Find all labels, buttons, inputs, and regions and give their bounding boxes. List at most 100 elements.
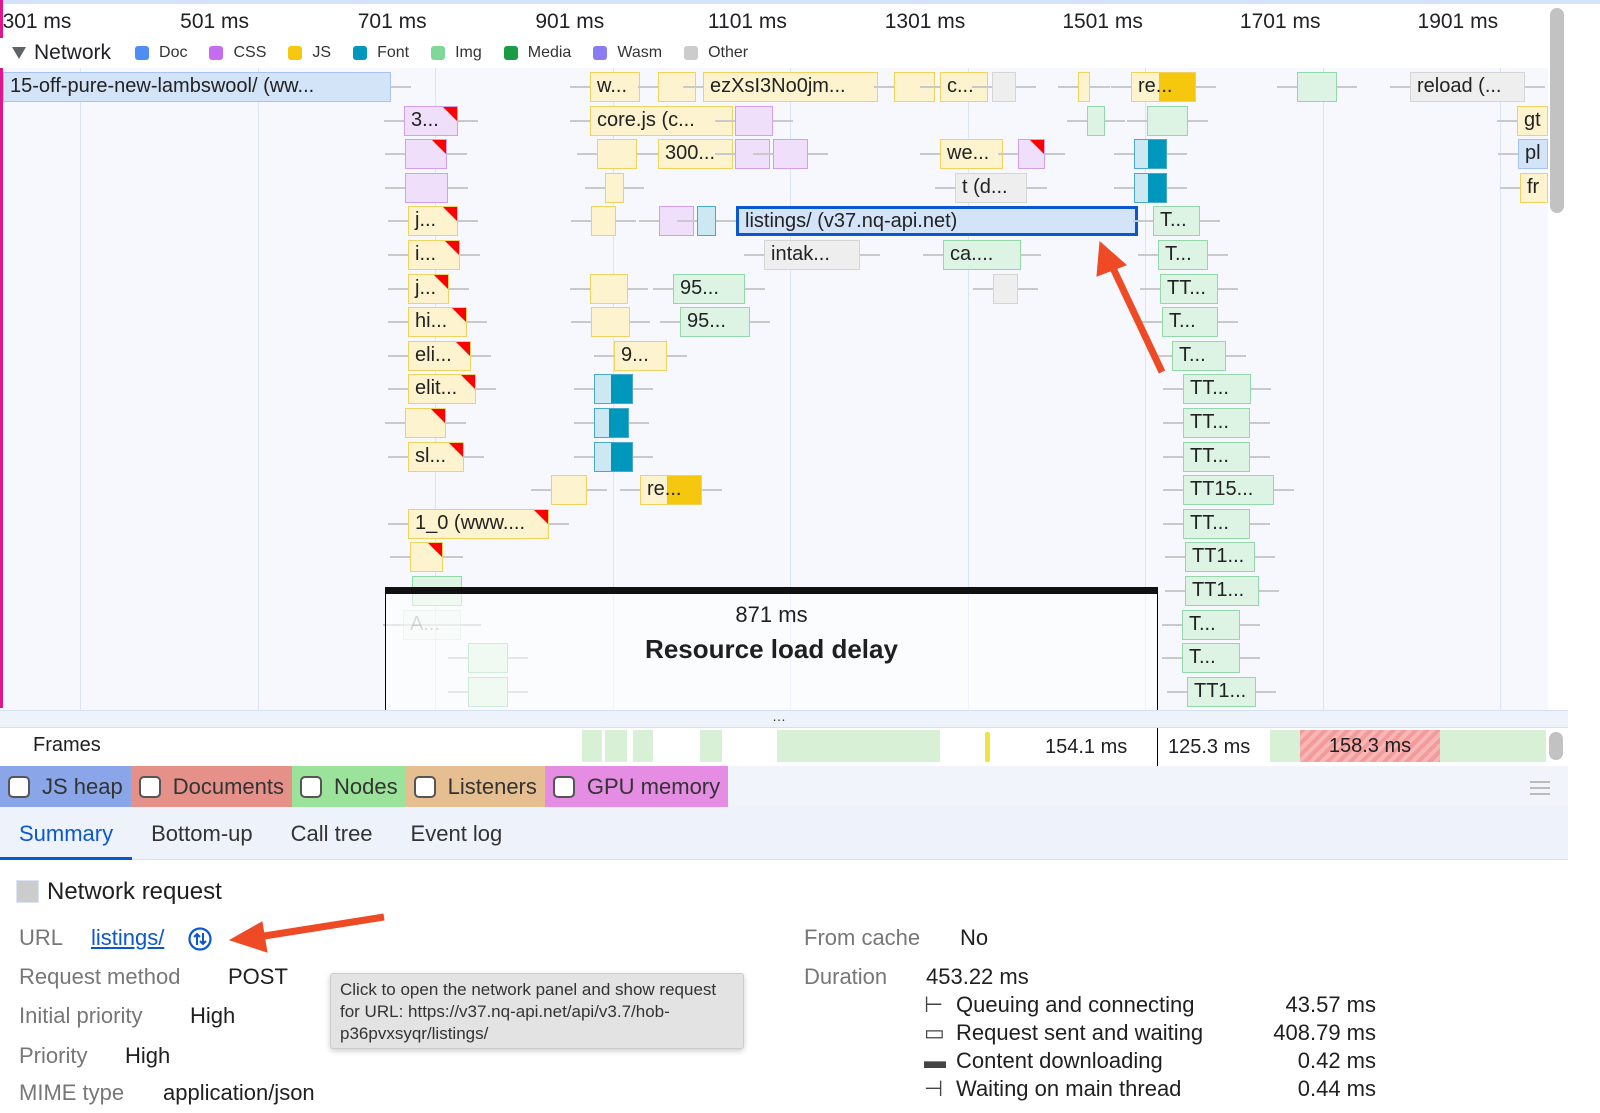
network-request-css[interactable]: 3... [404,105,458,136]
network-request-js[interactable]: j... [408,273,449,304]
network-request-js[interactable]: hi... [408,307,467,338]
network-request-img[interactable] [1297,72,1337,102]
url-link[interactable]: listings/ [91,925,165,950]
network-request-img[interactable]: TT1... [1185,542,1255,573]
frame-duration[interactable]: 125.3 ms [1168,736,1251,758]
memory-toggle-listeners[interactable]: Listeners [405,766,545,807]
memory-toggle-nodes[interactable]: Nodes [292,766,406,807]
network-request-img[interactable]: TT1... [1187,676,1256,707]
checkbox[interactable] [138,775,161,798]
network-request-js[interactable]: elit... [408,374,476,405]
network-request-js[interactable]: re... [1131,72,1196,102]
network-request-doc[interactable]: pl [1518,139,1548,170]
network-request-js[interactable]: gt [1517,105,1548,136]
network-request-css[interactable] [405,139,447,170]
network-request-js[interactable] [405,408,446,438]
network-request-other[interactable] [993,273,1018,304]
network-request-js[interactable] [1078,72,1090,102]
network-title[interactable]: Network [34,41,112,64]
drag-handle-icon[interactable] [1530,781,1550,795]
track-resize-handle[interactable]: … [0,708,1568,728]
reveal-in-network-icon[interactable] [187,926,213,952]
memory-toggle-gpu-memory[interactable]: GPU memory [544,766,729,807]
network-request-css[interactable] [405,172,448,203]
network-request-img[interactable]: 95... [673,273,745,304]
network-request-img[interactable]: 95... [680,307,750,338]
scrollbar[interactable] [1549,732,1563,760]
checkbox[interactable] [552,775,575,798]
checkbox[interactable] [300,775,323,798]
network-request-js[interactable] [410,542,443,573]
network-request-css[interactable] [735,105,773,136]
memory-toggle-documents[interactable]: Documents [130,766,293,807]
network-request-img[interactable] [1147,105,1188,136]
network-request-img[interactable]: TT... [1183,408,1250,438]
network-request-doc[interactable]: 15-off-pure-new-lambswool/ (ww... [3,72,391,102]
network-request-js[interactable] [591,206,616,237]
tab-event-log[interactable]: Event log [410,820,503,846]
network-request-js[interactable] [551,475,587,506]
request-label: TT15... [1190,478,1254,501]
network-request-js[interactable]: sl... [408,441,464,472]
resize-dots-icon[interactable]: … [772,708,786,724]
network-request-img[interactable]: T... [1162,307,1218,338]
network-request-font[interactable] [1134,172,1167,203]
network-request-font[interactable] [594,441,633,472]
network-request-other[interactable]: intak... [764,240,860,270]
network-request-font[interactable] [594,408,629,438]
network-request-other[interactable]: t (d... [955,172,1027,203]
tab-call-tree[interactable]: Call tree [290,820,373,846]
network-request-css[interactable] [773,139,808,170]
network-request-img[interactable]: T... [1182,643,1240,674]
network-request-js[interactable]: j... [408,206,458,237]
network-request-css[interactable] [1018,139,1045,170]
legend-swatch [593,46,608,60]
network-request-font[interactable] [697,206,716,237]
request-label: TT... [1190,411,1229,433]
network-request-js[interactable]: eli... [408,340,471,371]
checkbox[interactable] [8,775,30,798]
network-request-js[interactable]: re... [640,475,702,506]
network-request-js[interactable]: we... [940,139,1003,170]
network-request-img[interactable]: TT1... [1185,576,1259,606]
memory-toggle-js-heap[interactable]: JS heap [0,766,131,807]
network-request-js[interactable]: core.js (c... [590,105,733,136]
network-request-font[interactable] [1134,139,1167,170]
network-request-img[interactable] [1087,105,1105,136]
network-request-img[interactable]: T... [1158,240,1208,270]
network-request-doc[interactable]: listings/ (v37.nq-api.net) [736,206,1138,237]
network-request-img[interactable]: T... [1153,206,1200,237]
network-request-other[interactable]: reload (... [1410,72,1525,102]
network-request-img[interactable]: TT... [1183,374,1251,405]
network-request-img[interactable]: T... [1182,609,1240,640]
network-request-js[interactable]: w... [590,72,640,102]
frame-duration-long[interactable]: 158.3 ms [1300,730,1440,762]
network-request-js[interactable]: 1_0 (www.... [408,508,549,539]
network-request-js[interactable]: fr [1520,172,1548,203]
network-request-js[interactable] [591,307,630,338]
network-request-font[interactable] [594,374,633,405]
network-request-img[interactable]: TT... [1183,508,1250,539]
frames-track[interactable]: Frames 154.1 ms 125.3 ms 158.3 ms [0,728,1568,766]
checkbox[interactable] [413,775,436,798]
network-request-js[interactable]: ezXsI3No0jm... [703,72,878,102]
network-request-img[interactable]: TT... [1183,441,1250,472]
timing-waiting-icon: ▭ [924,1020,945,1045]
tab-summary[interactable]: Summary [0,807,133,860]
collapse-triangle-icon[interactable] [12,47,26,59]
network-request-other[interactable] [992,72,1016,102]
network-request-img[interactable]: T... [1172,340,1226,371]
network-request-js[interactable] [597,139,637,170]
frame-duration[interactable]: 154.1 ms [1045,736,1128,758]
vertical-scrollbar[interactable] [1550,8,1564,213]
network-request-js[interactable] [590,273,628,304]
network-request-js[interactable]: 9... [614,340,667,371]
legend-item-img: Img [431,44,482,62]
network-request-js[interactable] [605,172,624,203]
network-request-img[interactable]: ca.... [943,240,1021,270]
network-request-js[interactable]: i... [408,240,460,270]
network-request-img[interactable]: TT15... [1183,475,1274,506]
network-request-img[interactable]: TT... [1160,273,1218,304]
tab-bottom-up[interactable]: Bottom-up [151,820,253,846]
